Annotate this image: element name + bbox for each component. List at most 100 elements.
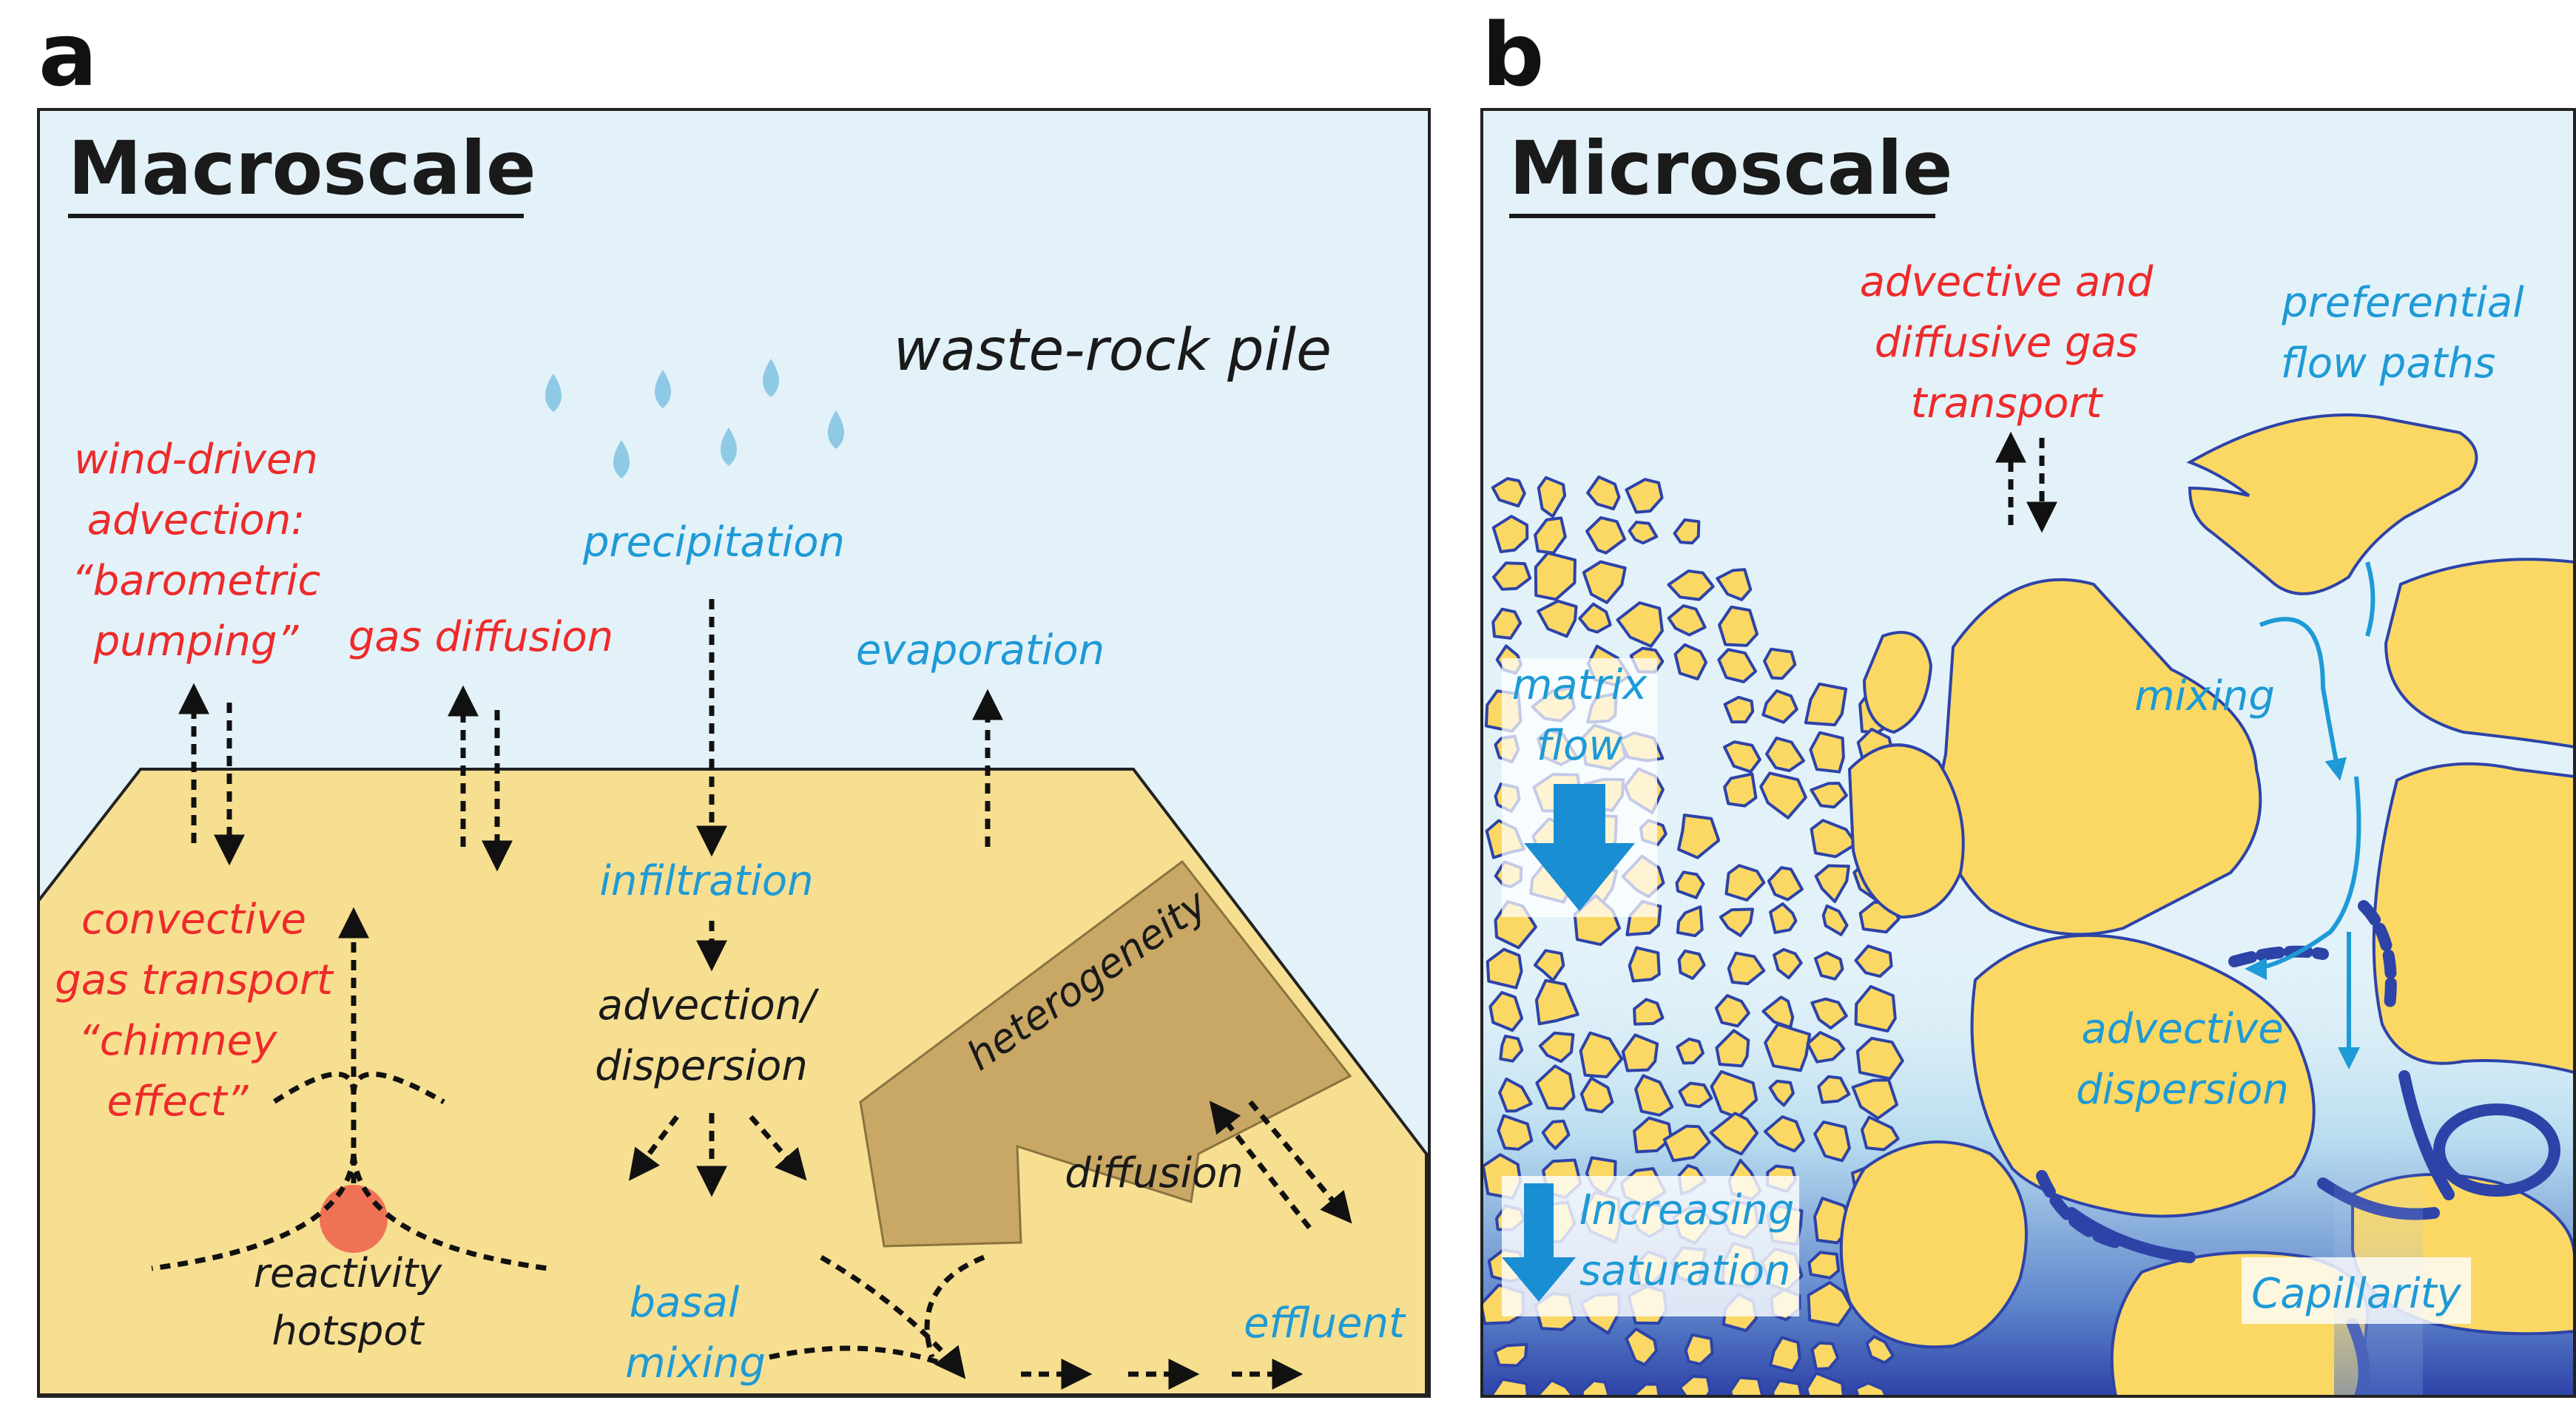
fine-grain [1673, 518, 1701, 545]
fine-grain [1684, 1333, 1714, 1366]
fine-grain [1718, 605, 1759, 647]
svg-text:diffusive gas: diffusive gas [1875, 319, 2138, 367]
fine-grain [1616, 601, 1664, 648]
fine-grain [1491, 515, 1529, 553]
fine-grain [1534, 978, 1579, 1026]
fine-grain [1723, 695, 1755, 724]
panel-a-letter: a [38, 4, 98, 106]
svg-text:preferential: preferential [2281, 279, 2524, 327]
fine-grain [1767, 866, 1804, 902]
panel-b-frame [1480, 108, 2576, 1398]
svg-text:“chimney: “chimney [78, 1017, 277, 1065]
waste-rock-pile-label: waste-rock pile [894, 317, 1332, 384]
fine-grain [1677, 949, 1706, 980]
matrix-flow-label: matrix flow [1512, 661, 1648, 770]
fine-grain [1579, 1031, 1624, 1078]
fine-grain [1807, 1281, 1853, 1327]
fine-grain [1773, 947, 1803, 980]
fine-grain [1810, 819, 1858, 859]
svg-text:wind-driven: wind-driven [74, 436, 318, 484]
svg-text:Increasing: Increasing [1579, 1186, 1794, 1234]
svg-text:transport: transport [1911, 379, 2104, 427]
fine-grain [1578, 602, 1612, 634]
fine-grain [1491, 477, 1526, 508]
increasing-saturation-label: Increasing saturation [1579, 1186, 1794, 1295]
infiltration-label: infiltration [599, 857, 813, 905]
fine-grain [1633, 1116, 1673, 1154]
fine-grain [1723, 772, 1758, 808]
fine-grain [1662, 1124, 1711, 1163]
fine-grain [1676, 1037, 1705, 1065]
fine-grain [1809, 731, 1845, 774]
fine-grain [1491, 561, 1532, 591]
fine-grain [1676, 814, 1721, 859]
fine-grain [1634, 1074, 1674, 1117]
svg-text:flow: flow [1537, 722, 1622, 770]
fine-grain [1486, 947, 1523, 990]
fine-grain [1723, 740, 1761, 774]
fine-grain [1759, 771, 1807, 819]
convective-gas-transport-label: convective gas transport “chimney effect… [55, 896, 334, 1126]
fine-grain [1541, 1119, 1571, 1150]
mixing-flow-arrows [2245, 561, 2376, 1069]
fine-grain [1537, 1379, 1575, 1396]
svg-text:flow paths: flow paths [2281, 339, 2496, 388]
fine-grain [1854, 1381, 1888, 1396]
svg-text:advection/: advection/ [598, 981, 820, 1030]
svg-text:reactivity: reactivity [254, 1250, 443, 1296]
svg-text:dispersion: dispersion [2076, 1066, 2289, 1114]
evaporation-label: evaporation [856, 626, 1105, 674]
fine-grain [1804, 682, 1848, 727]
fine-grain [1765, 736, 1805, 773]
fine-grain [1537, 476, 1567, 518]
svg-text:advective and: advective and [1860, 258, 2154, 306]
fine-grain [1499, 1034, 1524, 1063]
advective-diffusive-gas-label: advective and diffusive gas transport [1860, 258, 2154, 427]
svg-text:hotspot: hotspot [272, 1308, 425, 1354]
svg-text:saturation: saturation [1579, 1247, 1791, 1295]
raindrops-icon [545, 359, 844, 479]
heterogeneity-zone [859, 859, 1352, 1248]
fine-grain [1806, 1031, 1846, 1064]
waste-rock-pile-shape [37, 768, 1428, 1396]
svg-text:matrix: matrix [1512, 661, 1648, 709]
fine-grain [1854, 944, 1893, 978]
fine-grain [1763, 1115, 1805, 1153]
fine-grain [1716, 568, 1753, 601]
fine-grain [1488, 991, 1524, 1032]
svg-text:convective: convective [81, 896, 306, 944]
fine-grain [1854, 984, 1897, 1033]
svg-text:basal: basal [630, 1279, 740, 1327]
svg-text:dispersion: dispersion [595, 1042, 808, 1090]
reactivity-hotspot-marker [320, 1185, 388, 1253]
fine-grain [1667, 604, 1707, 637]
panel-a-title: Macroscale [68, 125, 536, 212]
fine-grain [1628, 521, 1659, 545]
fine-grain [1810, 1341, 1840, 1371]
fine-grain [1673, 643, 1708, 680]
wind-driven-label: wind-driven advection: “barometric pumpi… [72, 436, 321, 666]
fine-grain [1628, 946, 1661, 983]
capillarity-label: Capillarity [2251, 1270, 2461, 1318]
fine-grain [1491, 607, 1523, 640]
fine-grain [1582, 560, 1627, 604]
fine-grain [1761, 689, 1798, 724]
fine-grain [1586, 475, 1621, 511]
fine-grain [1709, 1112, 1759, 1156]
fine-grain [1537, 599, 1578, 638]
svg-text:advection:: advection: [87, 496, 305, 544]
fine-grain [1580, 1379, 1611, 1396]
fine-grain [1805, 1371, 1845, 1396]
mixing-label: mixing [2134, 672, 2275, 720]
fine-grain [1855, 1036, 1904, 1081]
fine-grain [1491, 1377, 1529, 1396]
fine-grain [1676, 905, 1704, 938]
fine-grain [1633, 998, 1665, 1026]
fine-grain [1585, 515, 1627, 555]
fine-grain [1717, 648, 1758, 683]
fine-grain [1675, 870, 1705, 899]
fine-grain [1768, 1079, 1795, 1107]
fine-grain [1817, 1075, 1851, 1104]
effluent-label: effluent [1244, 1299, 1406, 1348]
fine-grain [1807, 1251, 1841, 1279]
